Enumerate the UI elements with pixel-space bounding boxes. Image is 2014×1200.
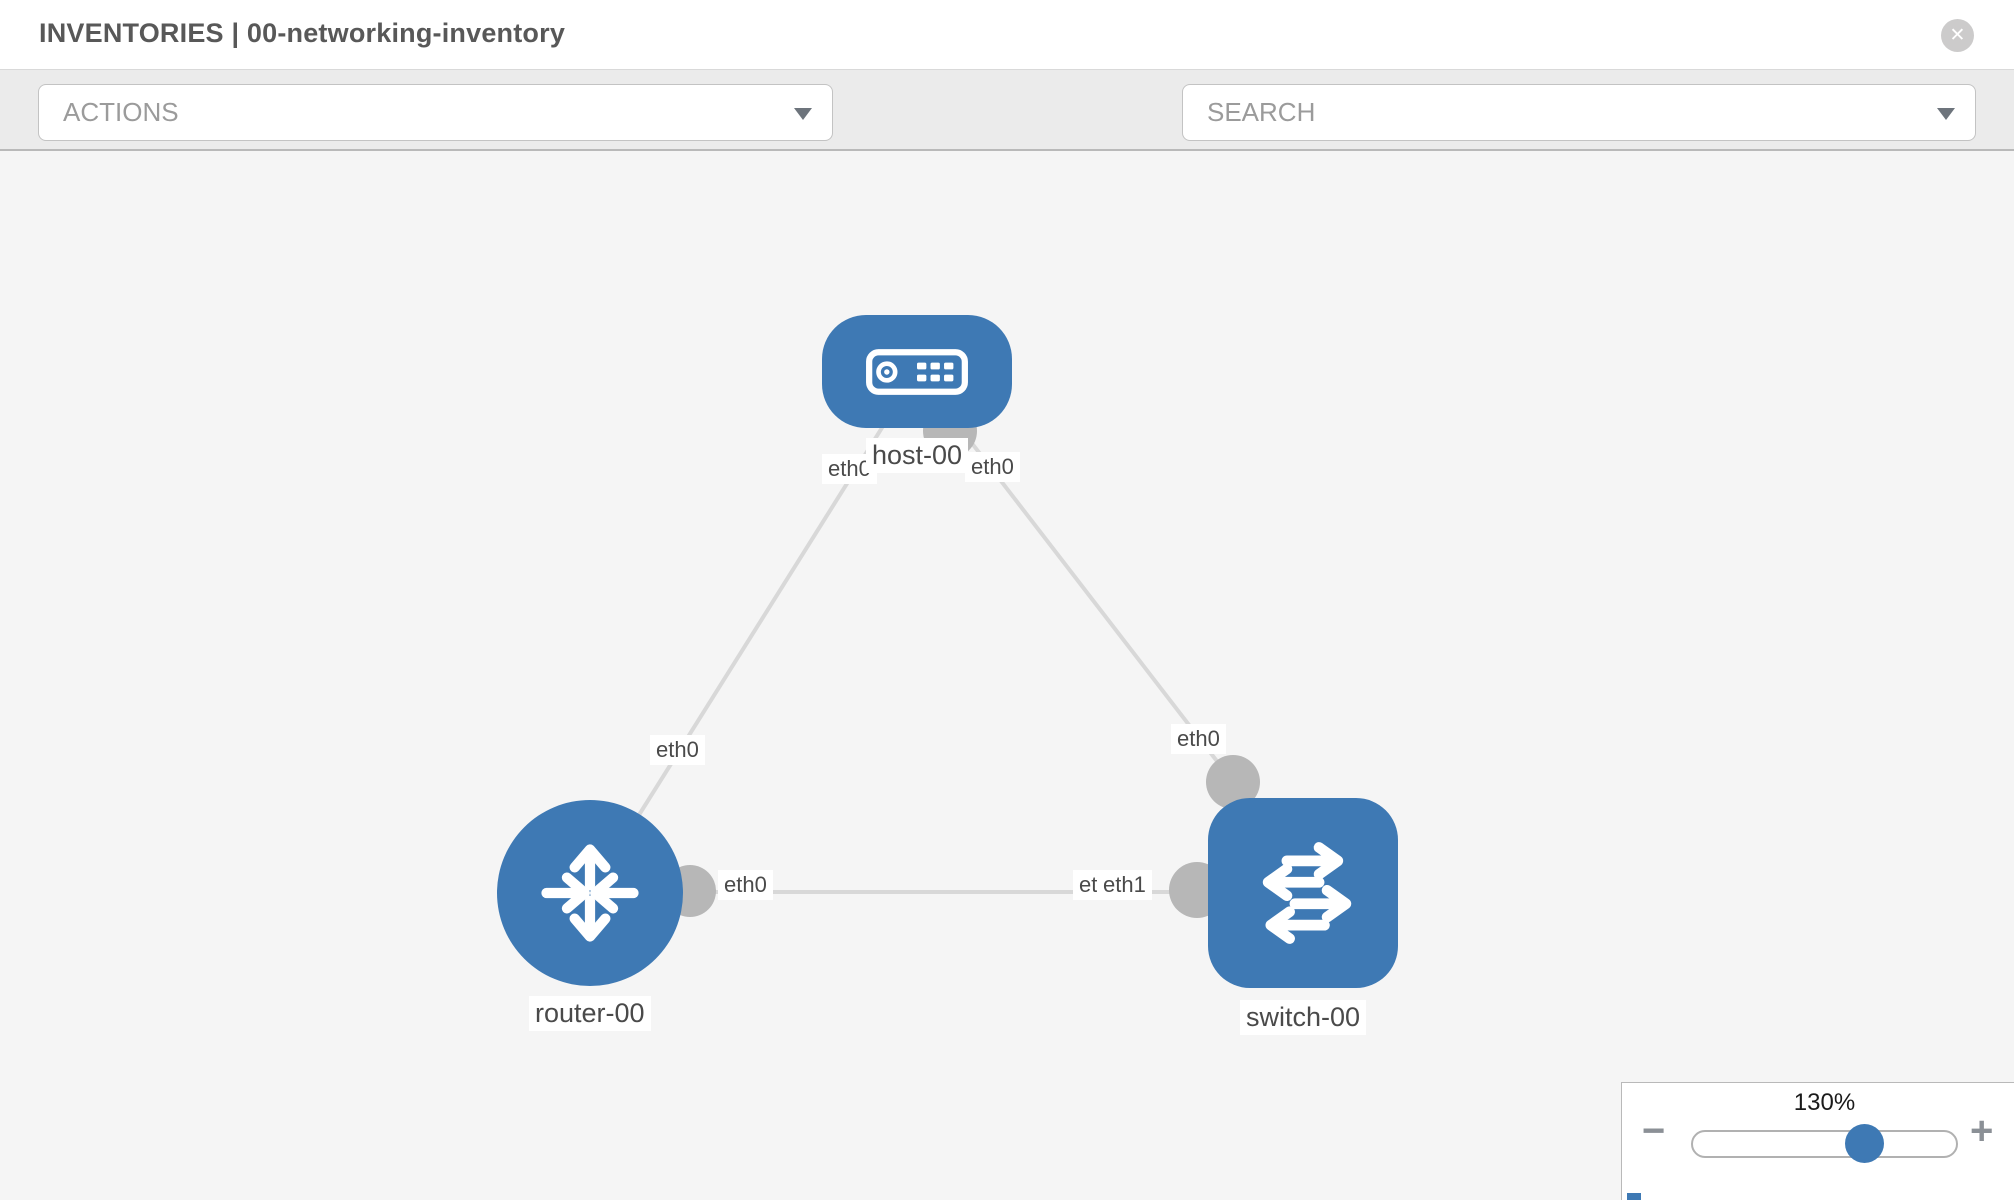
connector-switch-top[interactable] [1206,755,1260,809]
host-icon [866,348,968,395]
page-title: INVENTORIES | 00-networking-inventory [39,18,566,48]
zoom-slider-handle[interactable] [1845,1124,1884,1163]
toolbar [0,70,2014,203]
zoom-in-button[interactable]: + [1970,1109,1994,1153]
node-label-router-00: router-00 [529,996,651,1031]
links-layer [588,370,1260,918]
node-host-00[interactable] [822,315,1012,428]
if-label-router-eth0: eth0 [718,870,773,900]
topology-canvas[interactable]: eth0 eth0 eth0 eth0 eth0 eth0 eth1 host-… [0,151,2014,1200]
search-box[interactable] [1182,84,1976,141]
if-label-switch-eth1: eth1 [1097,870,1152,900]
close-icon: ✕ [1949,25,1966,46]
zoom-level: 130% [1793,1089,1856,1116]
zoom-panel: 130% − + [1621,1082,2014,1200]
chevron-down-icon[interactable] [794,108,812,120]
zoom-out-button[interactable]: − [1642,1109,1666,1153]
switch-icon [1262,842,1352,944]
node-label-switch-00: switch-00 [1240,1000,1367,1035]
router-icon [541,844,639,942]
node-switch-00[interactable] [1208,798,1398,988]
minimap-node-fragment [1627,1193,1641,1200]
actions-input[interactable] [39,85,832,140]
search-input[interactable] [1183,85,1975,140]
if-label-router-eth0-uplink: eth0 [650,735,705,765]
node-label-host-00: host-00 [866,438,969,473]
close-button[interactable]: ✕ [1941,19,1974,52]
header-bar: INVENTORIES | 00-networking-inventory ✕ [0,0,2014,70]
if-label-switch-eth0-uplink: eth0 [1171,724,1226,754]
if-label-host-eth0-left: eth0 [822,454,877,484]
chevron-down-icon[interactable] [1937,108,1955,120]
node-router-00[interactable] [497,800,683,986]
actions-dropdown[interactable] [38,84,833,141]
zoom-slider-track[interactable] [1691,1130,1958,1158]
if-label-host-eth0-right: eth0 [965,452,1020,482]
